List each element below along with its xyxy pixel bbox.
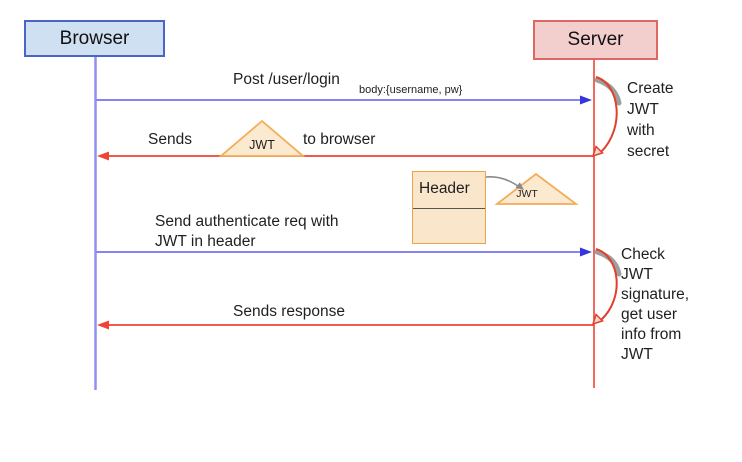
to-browser-label: to browser (303, 131, 376, 148)
header-box-divider (413, 208, 485, 209)
create-jwt-loop-arrow (595, 76, 618, 153)
sends-response-label: Sends response (233, 303, 346, 320)
check-jwt-note: Check JWT signature, get user info from … (621, 246, 690, 363)
check-jwt-loop-arrow (595, 248, 618, 321)
sends-jwt-arrowhead (97, 151, 109, 161)
check-jwt-loop-arrowhead (591, 313, 604, 326)
browser-actor-label: Browser (59, 27, 130, 49)
jwt-token-label-1: JWT (249, 138, 275, 152)
sends-response-arrowhead (97, 320, 109, 330)
browser-actor-box: Browser (24, 20, 165, 57)
create-jwt-note: Create JWT with secret (627, 80, 674, 160)
post-login-body-label: body:{username, pw} (359, 84, 463, 96)
jwt-token-label-2: JWT (516, 188, 538, 200)
server-actor-label: Server (567, 29, 624, 50)
post-login-arrowhead (580, 95, 592, 105)
check-jwt-loop-shadow (594, 249, 622, 277)
auth-req-label: Send authenticate req with JWT in header (155, 213, 339, 250)
create-jwt-loop-arrowhead (591, 145, 604, 158)
sends-label: Sends (148, 131, 192, 148)
post-login-label: Post /user/login (233, 71, 340, 88)
header-box: Header (412, 171, 486, 244)
server-actor-box: Server (533, 20, 658, 60)
auth-req-arrowhead (580, 247, 592, 257)
header-box-label: Header (419, 180, 470, 197)
create-jwt-loop-shadow (594, 77, 622, 106)
